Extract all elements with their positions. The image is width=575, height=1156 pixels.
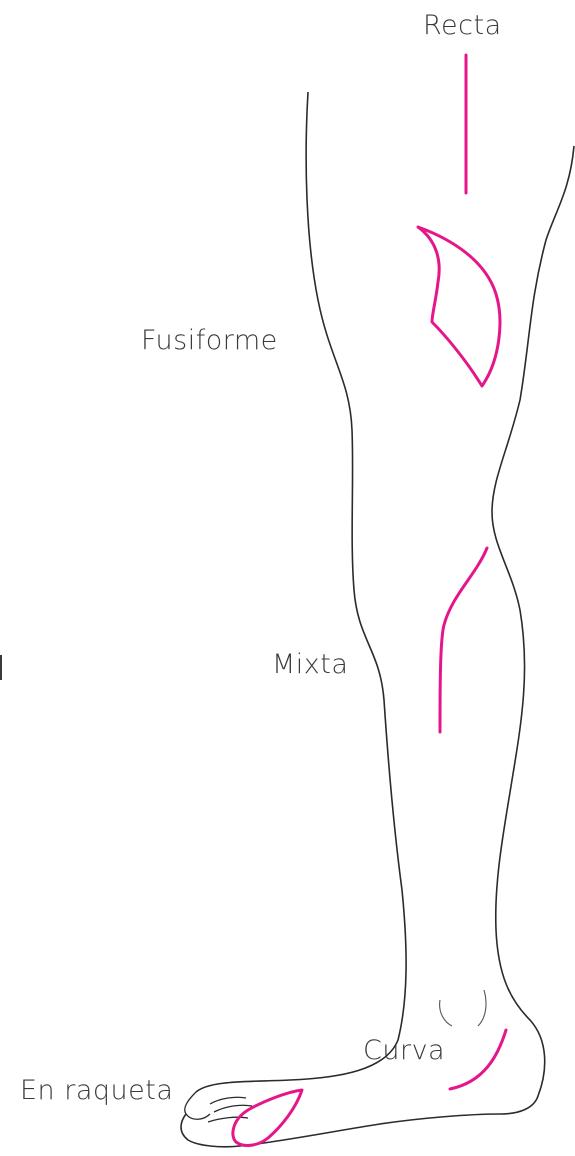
- label-en-raqueta: En raqueta: [20, 1077, 173, 1104]
- label-mixta: Mixta: [272, 651, 348, 678]
- toe-outline: [185, 1092, 252, 1122]
- incision-mixta: [440, 548, 487, 732]
- incision-curva: [450, 1030, 506, 1089]
- ankle-mark: [440, 990, 486, 1026]
- leg-outline-front: [181, 146, 574, 1147]
- label-recta: Recta: [423, 12, 502, 39]
- leg-outline-back: [196, 92, 406, 1092]
- label-curva: Curva: [363, 1037, 445, 1064]
- label-fusiforme: Fusiforme: [141, 327, 278, 354]
- incision-fusiforme: [418, 227, 500, 386]
